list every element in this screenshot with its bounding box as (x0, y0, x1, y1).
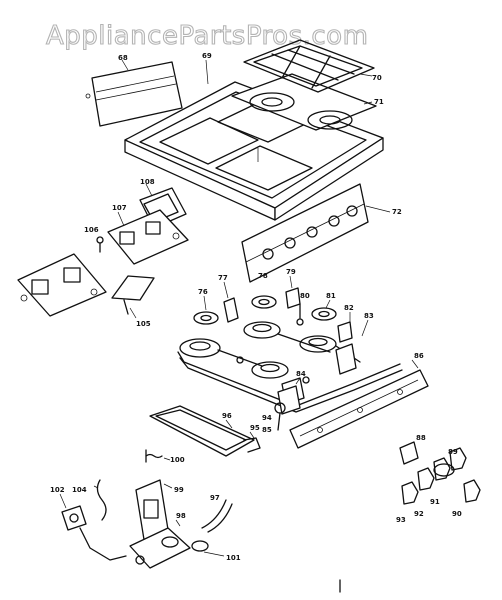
label-88: 88 (416, 434, 426, 442)
label-104: 104 (72, 486, 87, 494)
label-89: 89 (448, 448, 458, 456)
part-screw-106 (96, 236, 104, 253)
part-wire-104 (93, 479, 107, 521)
part-valve-94 (274, 402, 286, 431)
label-108: 108 (140, 178, 155, 186)
label-84: 84 (296, 370, 306, 378)
label-102: 102 (50, 486, 65, 494)
label-105: 105 (136, 320, 151, 328)
label-81: 81 (326, 292, 336, 300)
label-94: 94 (262, 414, 272, 422)
label-83: 83 (364, 312, 374, 320)
label-96: 96 (222, 412, 232, 420)
part-ring-81 (311, 299, 337, 321)
part-burner-tray (231, 73, 377, 131)
label-90: 90 (452, 510, 462, 518)
part-84-85 (277, 377, 301, 415)
part-82-83 (337, 312, 369, 343)
label-92: 92 (414, 510, 424, 518)
part-control-panel (241, 183, 391, 283)
label-91: 91 (430, 498, 440, 506)
label-72: 72 (392, 208, 402, 216)
label-106: 106 (84, 226, 99, 234)
part-rear-panel (85, 59, 183, 127)
label-77: 77 (218, 274, 228, 282)
part-grate (243, 39, 375, 93)
part-bracket-lower (17, 253, 107, 317)
label-99: 99 (174, 486, 184, 494)
part-cap-77 (223, 281, 239, 323)
label-85: 85 (262, 426, 272, 434)
label-101: 101 (226, 554, 241, 562)
label-93: 93 (396, 516, 406, 524)
part-ring-78 (251, 295, 277, 309)
label-100: 100 (170, 456, 185, 464)
label-82: 82 (344, 304, 354, 312)
label-95: 95 (250, 424, 260, 432)
part-valve-98 (129, 519, 191, 569)
label-86: 86 (414, 352, 424, 360)
part-spring-100 (145, 449, 171, 463)
part-tube-97 (191, 499, 233, 557)
part-manifold-86 (289, 359, 429, 449)
part-95 (243, 431, 261, 453)
label-70: 70 (372, 74, 382, 82)
label-98: 98 (176, 512, 186, 520)
part-80 (296, 303, 304, 326)
label-97: 97 (210, 494, 220, 502)
label-78: 78 (258, 272, 268, 280)
part-regulator-102 (59, 493, 127, 561)
part-igniter-79 (285, 275, 301, 309)
label-71: 71 (374, 98, 384, 106)
label-79: 79 (286, 268, 296, 276)
part-wire-105 (111, 275, 155, 319)
part-ring-76 (193, 295, 219, 325)
label-68: 68 (118, 54, 128, 62)
label-80: 80 (300, 292, 310, 300)
part-bracket-107 (107, 209, 189, 265)
label-69: 69 (202, 52, 212, 60)
part-labels: 68 69 70 71 72 108 107 106 105 76 77 78 … (50, 52, 462, 562)
part-knobs (339, 441, 481, 593)
watermark-text: AppliancePartsPros.com (46, 21, 368, 51)
part-base-96 (149, 405, 255, 457)
label-76: 76 (198, 288, 208, 296)
label-107: 107 (112, 204, 127, 212)
